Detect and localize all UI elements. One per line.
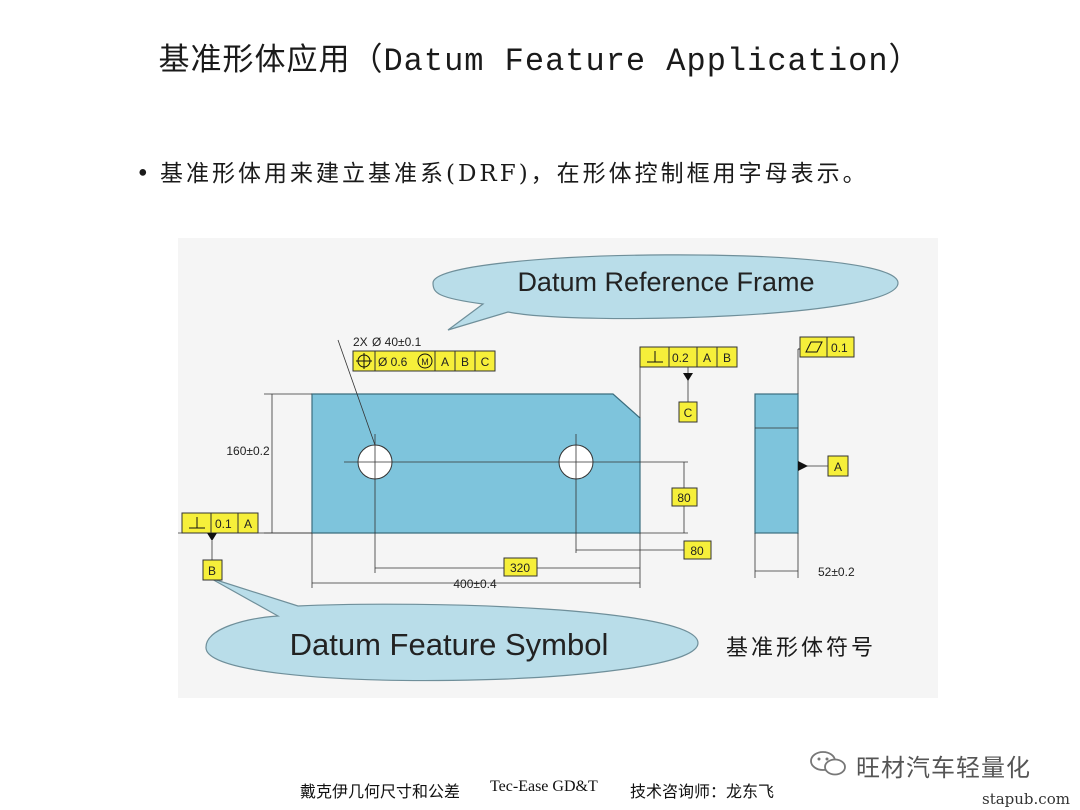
pos-tol-text: Ø 0.6 [378,355,408,369]
dim-320: 320 [510,561,530,575]
dim-320-box [503,557,538,577]
perp-left-tol: 0.1 [215,517,232,531]
slide-title-cn: 基准形体应用 [158,42,351,78]
flat-tol: 0.1 [831,341,848,355]
dim-52: 52±0.2 [818,565,855,579]
part-side-view [754,393,799,534]
mmc-modifier-icon [417,353,433,369]
gdt-figure: Datum Reference Frame Datum Feature Symb… [178,238,938,698]
caption-datum-feature-symbol-cn: 基准形体符号 [726,636,877,661]
datum-c-text: C [684,406,693,420]
dim-400: 400±0.4 [453,577,497,591]
hole-note-leader [337,339,376,446]
callout-top-text: Datum Reference Frame [517,267,814,297]
dim-80-vertical: 80 [677,491,691,505]
callout-bottom-text: Datum Feature Symbol [290,627,609,662]
part-front-view [311,393,641,534]
perpendicularity-left-icon [189,517,205,529]
gdt-drawing: Datum Reference Frame Datum Feature Symb… [178,254,899,682]
datum-a-text: A [834,460,842,474]
position-fcf: Ø 0.6 M A B C [352,350,496,372]
footer-left: 戴克伊几何尺寸和公差 [300,782,461,801]
perp-right-datum-b: B [723,351,731,365]
pos-datum-b: B [461,355,469,369]
slide-title: 基准形体应用（Datum Feature Application） [0,34,1080,80]
bullet-text: 基准形体用来建立基准系(DRF)，在形体控制框用字母表示。 [160,161,869,187]
footer-right: 技术咨询师：龙东飞 [630,782,775,801]
slide-title-en: （Datum Feature Application） [350,43,922,80]
callout-bottom-bubble [205,577,699,682]
flatness-fcf: 0.1 [798,336,855,358]
wechat-icon [810,751,846,776]
watermark-brand: 旺材汽车轻量化 [856,754,1031,782]
perp-right-fcf: 0.2 A B C [639,346,738,423]
datum-c-tag [678,401,698,423]
bullet-item: • 基准形体用来建立基准系(DRF)，在形体控制框用字母表示。 [136,154,869,188]
watermark-site: stapub.com [982,790,1070,808]
flatness-icon [805,341,823,353]
mmc-modifier-text: M [421,357,429,367]
perp-left-datum: A [244,517,252,531]
datum-b-tag [202,559,223,581]
callout-top-bubble [432,254,899,331]
dim-80-horizontal: 80 [690,544,704,558]
dim-height: 160±0.2 [226,444,270,458]
dim-80-horizontal-box [683,540,712,560]
hole-note-2x: 2X [353,335,368,349]
footer-center: Tec-Ease GD&T [490,778,598,795]
datum-b-text: B [208,564,216,578]
dim-80-vertical-box [671,487,698,507]
perp-right-tol: 0.2 [672,351,689,365]
pos-datum-a: A [441,355,449,369]
datum-a-triangle [798,461,808,471]
hole-dim-text: Ø 40±0.1 [372,335,422,349]
bullet-dot-icon: • [136,161,150,187]
pos-datum-c: C [481,355,490,369]
perpendicularity-icon [647,351,663,363]
perp-left-fcf: 0.1 A B [181,512,259,581]
perp-right-datum-a: A [703,351,711,365]
datum-a-tag [827,455,849,477]
